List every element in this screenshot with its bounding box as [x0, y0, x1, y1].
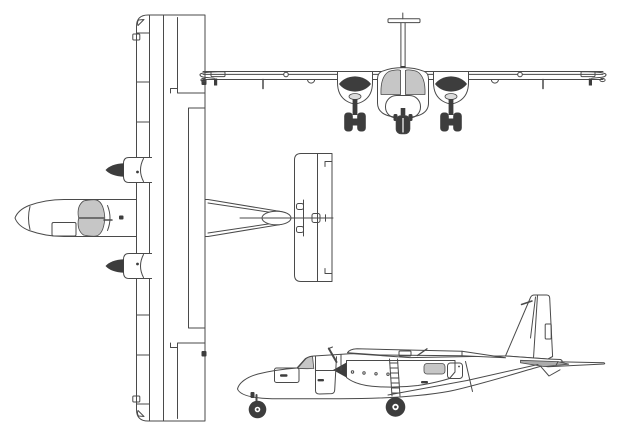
front-main-wheels-left: [344, 112, 353, 132]
front-flap-brackets: [262, 78, 544, 90]
side-rear-handle: [421, 381, 428, 384]
side-rear-door-window: [447, 362, 463, 379]
front-wing-light-right: [517, 71, 523, 78]
plan-roof-antenna-dot: [119, 215, 124, 220]
side-door-handle: [317, 379, 324, 382]
plan-elevator-tab-top: [324, 161, 333, 167]
side-roof-antenna: [416, 348, 428, 357]
side-cockpit-door: [315, 356, 337, 395]
plan-nacelle-left: [105, 157, 152, 183]
side-rudder-trim-tab: [544, 323, 552, 340]
front-wing-light-left: [283, 71, 289, 78]
front-intake-right: [444, 93, 458, 100]
front-spinner-left: [339, 76, 371, 92]
plan-elevator-horn-top: [296, 203, 304, 210]
front-view: [199, 12, 607, 135]
front-spinner-right: [435, 76, 467, 92]
plan-windshield-left-panel: [77, 199, 106, 218]
front-windshield-left: [380, 69, 401, 95]
side-tail-bumper: [540, 366, 561, 377]
side-nose-gear: [248, 392, 267, 419]
front-wingtip-left: [199, 71, 219, 79]
plan-fin-edge-line: [239, 214, 334, 222]
plan-cabin-roof-line: [107, 205, 111, 231]
side-cabin-window: [423, 363, 446, 375]
side-engine-intake: [398, 350, 412, 357]
front-main-wheels-right: [440, 112, 449, 132]
front-nose-gear: [393, 108, 413, 135]
front-landing-light-right: [490, 79, 499, 84]
plan-spinner-right: [105, 259, 124, 273]
plan-windshield-right-panel: [77, 218, 106, 237]
plan-elevator-horn-bottom: [296, 226, 304, 233]
side-main-gear: [385, 358, 406, 417]
front-landing-light-left: [307, 79, 316, 84]
side-fin-antenna: [520, 300, 533, 306]
side-nose-baggage-door: [274, 367, 300, 383]
side-fin: [505, 294, 554, 360]
front-nacelle-left: [337, 71, 373, 132]
front-fin-tip: [387, 18, 421, 24]
side-rudder-hinge: [533, 294, 538, 359]
front-tip-fairing-left: [210, 71, 226, 78]
side-baggage-door-handle: [280, 374, 288, 377]
side-prop-blade: [327, 347, 338, 363]
side-windshield: [297, 356, 315, 370]
plan-wingtip-vent-bottom: [132, 395, 141, 403]
top-view: [14, 14, 334, 422]
side-rear-door-edge: [465, 361, 473, 392]
plan-aileron-actuator-bottom: [201, 351, 207, 357]
side-view: [237, 294, 606, 419]
front-wingtip-left-light: [200, 77, 207, 83]
front-tip-fairing-right: [580, 71, 596, 78]
front-fin: [387, 12, 421, 72]
plan-wingtip-vent-top: [132, 33, 141, 41]
front-nacelle-right: [433, 71, 469, 132]
plan-wing-rib-lines: [136, 32, 150, 405]
front-wingtip-right-light: [599, 77, 606, 83]
plan-flap-hinge-line: [188, 107, 206, 329]
front-tip-vent-right: [588, 78, 592, 86]
plan-wing: [136, 14, 206, 422]
front-windshield-right: [405, 69, 426, 95]
plan-spinner-left: [105, 163, 124, 177]
plan-wingtip-light-top: [137, 19, 145, 26]
plan-nacelle-right: [105, 253, 152, 279]
plan-nose-panel-line: [28, 206, 31, 230]
side-belly-panel-line: [387, 364, 539, 396]
plan-wingtip-light-bottom: [137, 410, 145, 417]
front-wingtip-right: [587, 71, 607, 79]
side-wing: [347, 348, 506, 359]
plan-aileron-top: [170, 17, 206, 94]
front-tip-vent-left: [214, 78, 218, 86]
plan-elevator-tab-bottom: [324, 268, 333, 274]
plan-nose-baggage-door: [51, 222, 77, 237]
plan-aileron-bottom: [170, 342, 206, 419]
side-spinner: [333, 362, 347, 378]
front-intake-left: [348, 93, 362, 100]
plan-rear-taper-lines: [207, 202, 279, 234]
